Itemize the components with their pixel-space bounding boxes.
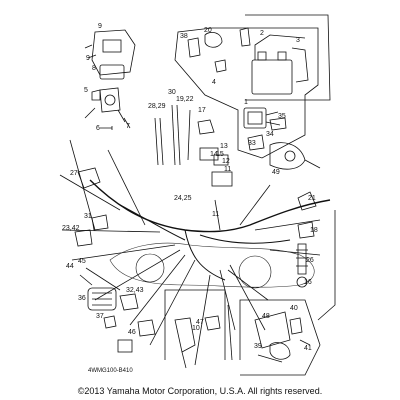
- part-callout: 35: [278, 113, 286, 120]
- part-callout: 15: [216, 151, 224, 158]
- part-callout: 21: [308, 195, 316, 202]
- part-callout: 30: [168, 89, 176, 96]
- part-callout: 12: [222, 158, 230, 165]
- part-callout: 5: [84, 87, 88, 94]
- part-callout: 4: [212, 79, 216, 86]
- part-callout: 31: [84, 213, 92, 220]
- part-callout: 48: [262, 313, 270, 320]
- part-callout: 41: [304, 345, 312, 352]
- part-callout: 47: [196, 319, 204, 326]
- part-callout: 17: [198, 107, 206, 114]
- part-callout: 38: [180, 33, 188, 40]
- part-callout: 6: [96, 125, 100, 132]
- part-callout: 36: [78, 295, 86, 302]
- part-callout: 9: [86, 55, 90, 62]
- part-callout: 45: [78, 258, 86, 265]
- part-callout: 27: [70, 170, 78, 177]
- copyright-notice: ©2013 Yamaha Motor Corporation, U.S.A. A…: [77, 386, 323, 396]
- part-callout: 11: [212, 211, 219, 218]
- part-callout: 34: [266, 131, 274, 138]
- part-callout: 16: [304, 279, 312, 286]
- part-callout: 46: [128, 329, 136, 336]
- part-callout: 19,22: [176, 96, 194, 103]
- part-callout: 9: [98, 23, 102, 30]
- part-callout: 3: [296, 37, 300, 44]
- part-callout: 2: [260, 30, 264, 37]
- part-callout: 32,43: [126, 287, 144, 294]
- part-callout: 13: [220, 143, 228, 150]
- part-callout: 10: [192, 325, 200, 332]
- part-callout: 49: [272, 169, 280, 176]
- part-callout: 28,29: [148, 103, 166, 110]
- part-callout: 33: [248, 140, 256, 147]
- part-callout: 40: [290, 305, 298, 312]
- part-callout: 37: [96, 313, 104, 320]
- part-callout: 14: [210, 151, 218, 158]
- part-callout: 11: [224, 166, 231, 173]
- part-callout: 7: [126, 123, 130, 130]
- part-callout: 1: [244, 99, 248, 106]
- part-callout: 23,42: [62, 225, 80, 232]
- part-callout: 39: [254, 343, 262, 350]
- part-callout: 26: [306, 257, 314, 264]
- part-callout: 44: [66, 263, 74, 270]
- part-callout: 24,25: [174, 195, 192, 202]
- part-callout: 8: [92, 65, 96, 72]
- part-callout: 20: [204, 27, 212, 34]
- drawing-code: 4WMG100-B410: [88, 368, 133, 374]
- part-callout: 18: [310, 227, 318, 234]
